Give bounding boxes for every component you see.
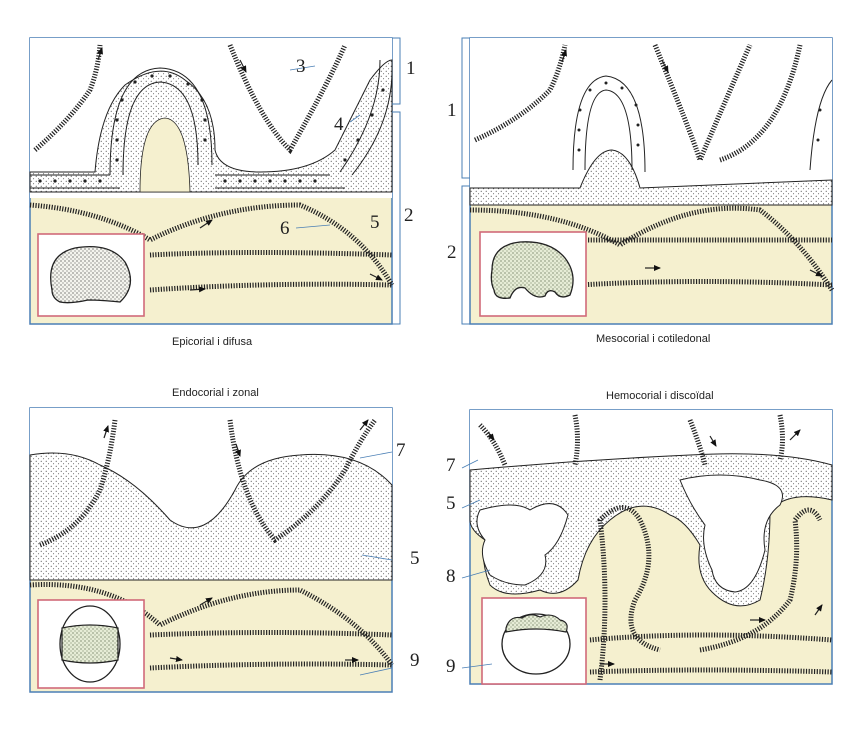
caption-endocorial: Endocorial i zonal xyxy=(172,387,259,399)
label-5: 5 xyxy=(410,548,420,569)
placenta-cotyledonary-shape xyxy=(490,241,574,299)
panel-hemocorial xyxy=(461,409,833,685)
label-5: 5 xyxy=(446,493,456,514)
panel-endocorial xyxy=(29,407,395,693)
caption-mesocorial: Mesocorial i cotiledonal xyxy=(596,333,711,345)
label-1: 1 xyxy=(447,100,457,121)
panel-epicorial xyxy=(29,37,401,325)
label-9: 9 xyxy=(410,650,420,671)
label-3: 3 xyxy=(296,56,306,77)
zonal-band xyxy=(61,624,119,664)
caption-epicorial: Epicorial i difusa xyxy=(172,336,253,348)
placenta-diffuse-shape xyxy=(50,245,132,304)
label-1: 1 xyxy=(406,58,416,79)
label-2: 2 xyxy=(404,205,414,226)
label-2: 2 xyxy=(447,242,457,263)
label-9: 9 xyxy=(446,656,456,677)
label-6: 6 xyxy=(280,218,290,239)
panel-mesocorial xyxy=(461,37,835,325)
disc-cap xyxy=(505,614,568,633)
label-5: 5 xyxy=(370,212,380,233)
label-8: 8 xyxy=(446,566,456,587)
label-7: 7 xyxy=(446,455,456,476)
label-7: 7 xyxy=(396,440,406,461)
caption-hemocorial: Hemocorial i discoïdal xyxy=(606,390,714,402)
label-4: 4 xyxy=(334,114,344,135)
